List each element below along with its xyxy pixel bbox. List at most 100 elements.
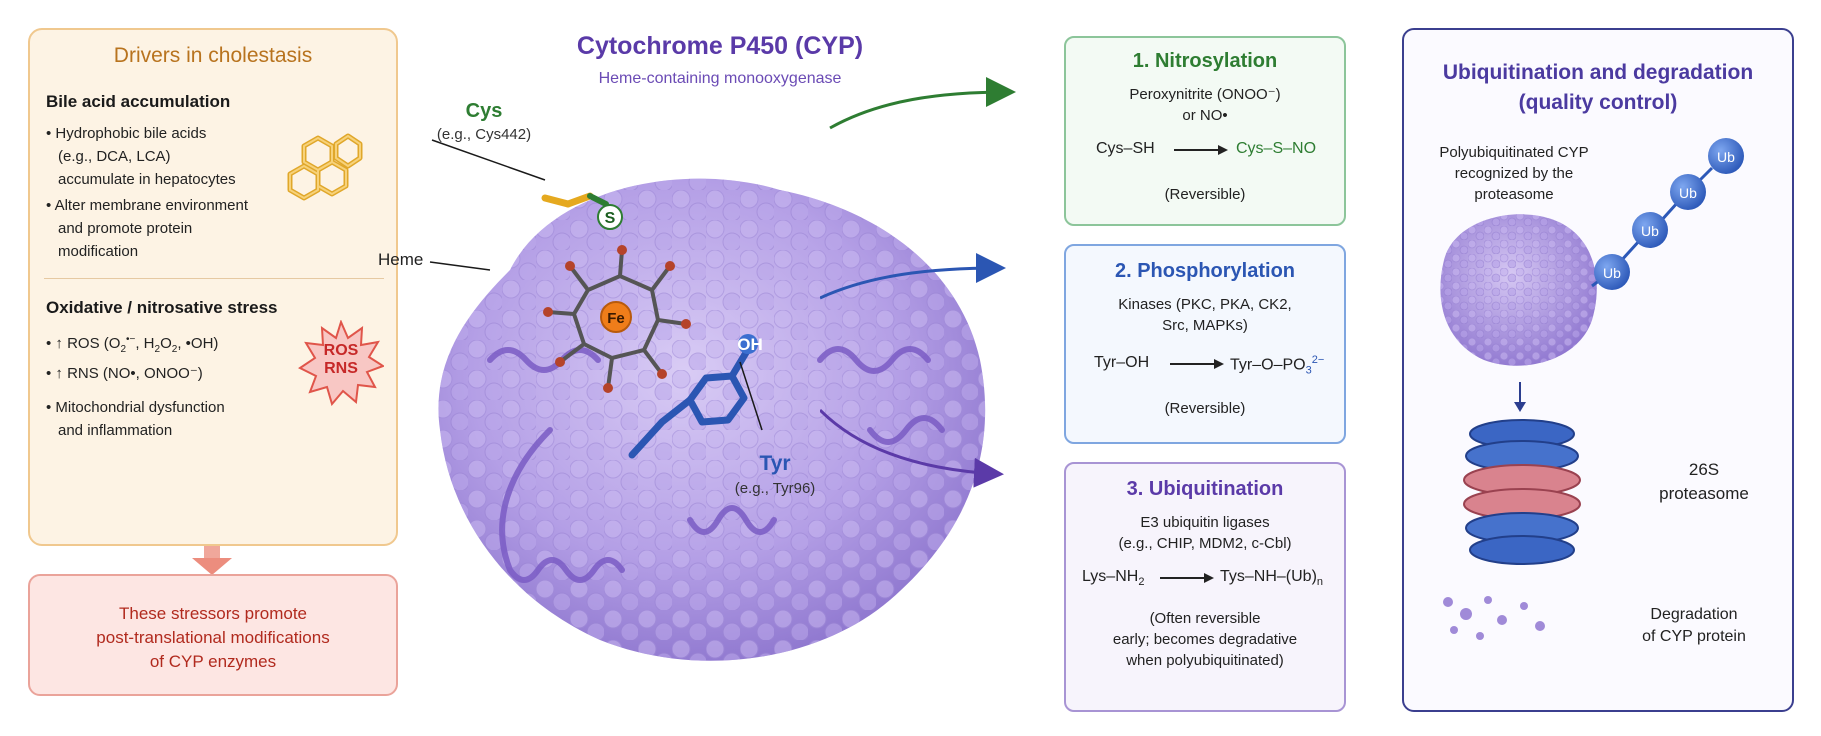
arrow-nitrosylation xyxy=(829,77,1016,130)
degradation-title: Ubiquitination and degradation (quality … xyxy=(1404,58,1792,118)
protein-fragments-icon xyxy=(1443,596,1545,640)
degradation-title-line2: (quality control) xyxy=(1518,91,1678,114)
fe-atom-label: Fe xyxy=(607,310,625,327)
tyr-label: Tyr xyxy=(759,452,791,475)
mito-line2: and inflammation xyxy=(58,422,173,439)
ros-sub-2: 2 xyxy=(154,344,161,355)
phosphorylation-title: 2. Phosphorylation xyxy=(1114,260,1296,282)
bile-b1-line1: Hydrophobic bile acids xyxy=(55,125,207,142)
oh-group-label: OH xyxy=(737,335,763,354)
degradation-title-line1: Ubiquitination and degradation xyxy=(1442,61,1754,84)
ros-sub-1: 2 xyxy=(120,344,126,355)
nitro-note: (Reversible) xyxy=(1164,186,1246,203)
phospho-product-sup: 2− xyxy=(1311,354,1325,366)
proteasome-icon xyxy=(1463,419,1581,565)
conclusion-box: These stressors promote post-translation… xyxy=(28,574,398,696)
proteasome-line2: proteasome xyxy=(1659,484,1749,503)
ubiq-note-line2: early; becomes degradative xyxy=(1112,631,1298,648)
bile-b1-line2: (e.g., DCA, LCA) xyxy=(58,148,171,165)
ros-text-2: , H xyxy=(135,335,155,352)
cyp-protein-graphic: S Fe OH xyxy=(429,139,986,661)
ros-text-4: , •OH) xyxy=(177,335,219,352)
ros-sub-3: 2 xyxy=(171,344,178,355)
ub-label-3: Ub xyxy=(1679,185,1697,201)
bile-bullet-2: • Alter membrane environment and promote… xyxy=(46,194,248,263)
phospho-note: (Reversible) xyxy=(1164,400,1246,417)
conclusion-text: These stressors promote post-translation… xyxy=(30,602,396,674)
degradation-label: Degradation of CYP protein xyxy=(1604,604,1784,648)
nitrosylation-title: 1. Nitrosylation xyxy=(1132,50,1278,72)
nitro-reactant: Cys–SH xyxy=(1096,140,1155,157)
ubiq-product-sub: n xyxy=(1316,576,1324,589)
recognized-text: Polyubiquitinated CYP recognized by the … xyxy=(1414,142,1614,205)
ros-rns-burst-icon xyxy=(298,320,384,406)
phospho-agent-line1: Kinases (PKC, PKA, CK2, xyxy=(1118,296,1292,313)
ubiq-reaction-arrow-icon xyxy=(1160,573,1214,583)
stress-title: Oxidative / nitrosative stress xyxy=(46,298,278,317)
ubiq-product: Tys–NH–(Ub)n xyxy=(1220,568,1323,588)
arrow-ubiquitination xyxy=(820,408,1004,488)
conclusion-line1: These stressors promote xyxy=(118,604,307,623)
nitrosylation-agent: Peroxynitrite (ONOO⁻) or NO• xyxy=(1066,84,1344,126)
tyr-example: (e.g., Tyr96) xyxy=(734,480,816,497)
ubiq-product-main: Tys–NH–(Ub) xyxy=(1220,568,1317,585)
phospho-reactant: Tyr–OH xyxy=(1094,354,1150,371)
phosphorylation-box: 2. Phosphorylation Kinases (PKC, PKA, CK… xyxy=(1064,244,1346,444)
nitro-agent-line1: Peroxynitrite (ONOO⁻) xyxy=(1129,86,1281,103)
ubiq-note-line3: when polyubiquitinated) xyxy=(1126,652,1284,669)
ubiquitination-box: 3. Ubiquitination E3 ubiquitin ligases (… xyxy=(1064,462,1346,712)
ubiq-agent: E3 ubiquitin ligases (e.g., CHIP, MDM2, … xyxy=(1066,512,1344,554)
ub-label-1: Ub xyxy=(1603,265,1621,281)
recognized-line3: proteasome xyxy=(1474,186,1554,203)
phospho-agent: Kinases (PKC, PKA, CK2, Src, MAPKs) xyxy=(1066,294,1344,336)
drivers-title: Drivers in cholestasis xyxy=(113,44,313,67)
ros-rns-badge-text: ROS RNS xyxy=(298,342,384,378)
phospho-reaction-arrow-icon xyxy=(1170,359,1224,369)
cyp-subtitle: Heme-containing monooxygenase xyxy=(598,70,842,87)
stress-bullet-mito: • Mitochondrial dysfunction and inflamma… xyxy=(46,396,225,442)
ros-sup: •− xyxy=(126,334,136,345)
phospho-agent-line2: Src, MAPKs) xyxy=(1162,317,1248,334)
ubiq-reactant-sub: 2 xyxy=(1138,576,1145,589)
stress-bullet-ros: • ↑ ROS (O2•−, H2O2, •OH) xyxy=(46,334,219,355)
ub-label-2: Ub xyxy=(1641,223,1659,239)
heme-label: Heme xyxy=(378,250,424,269)
nitro-product: Cys–S–NO xyxy=(1236,140,1317,157)
bile-b2-line2: and promote protein xyxy=(58,220,193,237)
bile-b1-line3: accumulate in hepatocytes xyxy=(58,171,236,188)
ubiquitin-chain: Ub Ub Ub Ub xyxy=(1594,138,1744,290)
degradation-line1: Degradation xyxy=(1650,606,1738,623)
recognized-line2: recognized by the xyxy=(1454,165,1574,182)
mito-line1: Mitochondrial dysfunction xyxy=(55,399,225,416)
ubiq-agent-line2: (e.g., CHIP, MDM2, c-Cbl) xyxy=(1118,535,1292,552)
ros-text-1: ↑ ROS (O xyxy=(55,335,121,352)
stress-bullet-rns: • ↑ RNS (NO•, ONOO⁻) xyxy=(46,365,203,382)
conclusion-line3: of CYP enzymes xyxy=(149,652,277,671)
rns-text: ↑ RNS (NO•, ONOO⁻) xyxy=(55,365,203,382)
bile-acid-title: Bile acid accumulation xyxy=(46,92,231,111)
ros-text-3: O xyxy=(160,335,172,352)
ubiq-reactant: Lys–NH2 xyxy=(1082,568,1144,588)
cys-example: (e.g., Cys442) xyxy=(436,126,532,143)
nitro-reaction-arrow-icon xyxy=(1174,145,1228,155)
drivers-divider xyxy=(44,278,384,279)
arrow-phosphorylation xyxy=(820,253,1006,300)
cyp-title: Cytochrome P450 (CYP) xyxy=(576,32,864,60)
ubiq-note-line1: (Often reversible xyxy=(1149,610,1261,627)
ubiq-agent-line1: E3 ubiquitin ligases xyxy=(1140,514,1270,531)
phospho-product: Tyr–O–PO32− xyxy=(1230,354,1324,377)
conclusion-line2: post-translational modifications xyxy=(96,628,330,647)
ubiq-note: (Often reversible early; becomes degrada… xyxy=(1066,608,1344,671)
nitro-agent-line2: or NO• xyxy=(1182,107,1228,124)
mod-arrows xyxy=(820,77,1016,488)
proteasome-line1: 26S xyxy=(1688,460,1720,479)
bile-bullet-1: • Hydrophobic bile acids (e.g., DCA, LCA… xyxy=(46,122,236,191)
ubiquitination-title: 3. Ubiquitination xyxy=(1126,478,1284,500)
degradation-graphic: Ub Ub Ub Ub xyxy=(1440,138,1744,640)
recognized-line1: Polyubiquitinated CYP xyxy=(1439,144,1589,161)
bile-b2-line3: modification xyxy=(58,243,139,260)
nitrosylation-box: 1. Nitrosylation Peroxynitrite (ONOO⁻) o… xyxy=(1064,36,1346,226)
badge-rns: RNS xyxy=(324,360,358,377)
drivers-panel: Drivers in cholestasis Bile acid accumul… xyxy=(28,28,398,546)
phospho-product-main: Tyr–O–PO xyxy=(1230,356,1306,374)
